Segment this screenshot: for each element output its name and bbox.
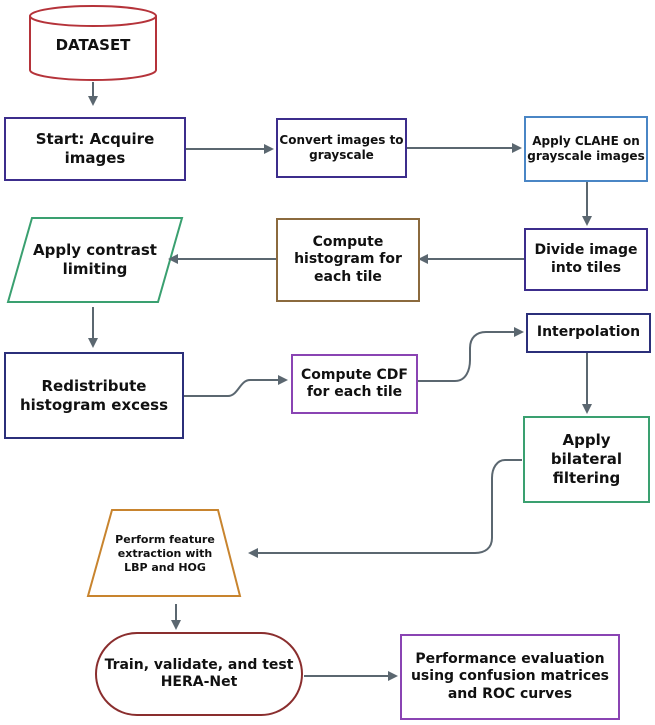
dataset-label: DATASET bbox=[55, 36, 131, 54]
node-divide-label: Divide image into tiles bbox=[534, 242, 638, 276]
node-interpolation: Interpolation bbox=[526, 313, 651, 353]
node-train-label: Train, validate, and test HERA-Net bbox=[104, 656, 294, 691]
node-bilateral-label: Apply bilateral filtering bbox=[550, 431, 623, 487]
node-divide-tiles: Divide image into tiles bbox=[524, 228, 648, 291]
node-evaluation-label: Performance evaluation using confusion m… bbox=[410, 650, 610, 702]
dataset-cylinder bbox=[29, 5, 157, 81]
node-compute-histogram: Compute histogram for each tile bbox=[276, 218, 420, 302]
node-start-label: Start: Acquire images bbox=[35, 130, 155, 167]
node-histogram-label: Compute histogram for each tile bbox=[294, 233, 402, 285]
node-convert-grayscale: Convert images to grayscale bbox=[276, 118, 407, 178]
train-stadium-shape bbox=[95, 632, 303, 716]
node-bilateral-filtering: Apply bilateral filtering bbox=[523, 416, 650, 503]
arrow-cdf-to-interpolation bbox=[418, 327, 524, 382]
node-train-hera-net: Train, validate, and test HERA-Net bbox=[96, 633, 302, 715]
arrow-bilateral-to-feature bbox=[248, 459, 522, 558]
node-redistribute-histogram: Redistribute histogram excess bbox=[4, 352, 184, 439]
node-cdf-label: Compute CDF for each tile bbox=[301, 366, 408, 401]
node-convert-label: Convert images to grayscale bbox=[279, 133, 404, 162]
node-contrast-limiting: Apply contrast limiting bbox=[20, 218, 170, 302]
arrow-redistribute-to-cdf bbox=[184, 375, 288, 397]
node-redistribute-label: Redistribute histogram excess bbox=[19, 376, 169, 414]
node-contrast-label: Apply contrast limiting bbox=[33, 241, 157, 278]
connectors bbox=[88, 82, 592, 681]
node-performance-evaluation: Performance evaluation using confusion m… bbox=[400, 634, 620, 720]
node-interpolation-label: Interpolation bbox=[536, 324, 641, 341]
node-compute-cdf: Compute CDF for each tile bbox=[291, 354, 418, 414]
node-feature-extraction: Perform feature extraction with LBP and … bbox=[100, 514, 230, 594]
feature-extraction-shape bbox=[86, 509, 242, 597]
node-feature-label: Perform feature extraction with LBP and … bbox=[115, 533, 215, 574]
contrast-limiting-shape bbox=[6, 217, 184, 303]
node-start-acquire-images: Start: Acquire images bbox=[4, 117, 186, 181]
node-apply-clahe: Apply CLAHE on grayscale images bbox=[524, 116, 648, 182]
node-clahe-label: Apply CLAHE on grayscale images bbox=[527, 134, 645, 163]
